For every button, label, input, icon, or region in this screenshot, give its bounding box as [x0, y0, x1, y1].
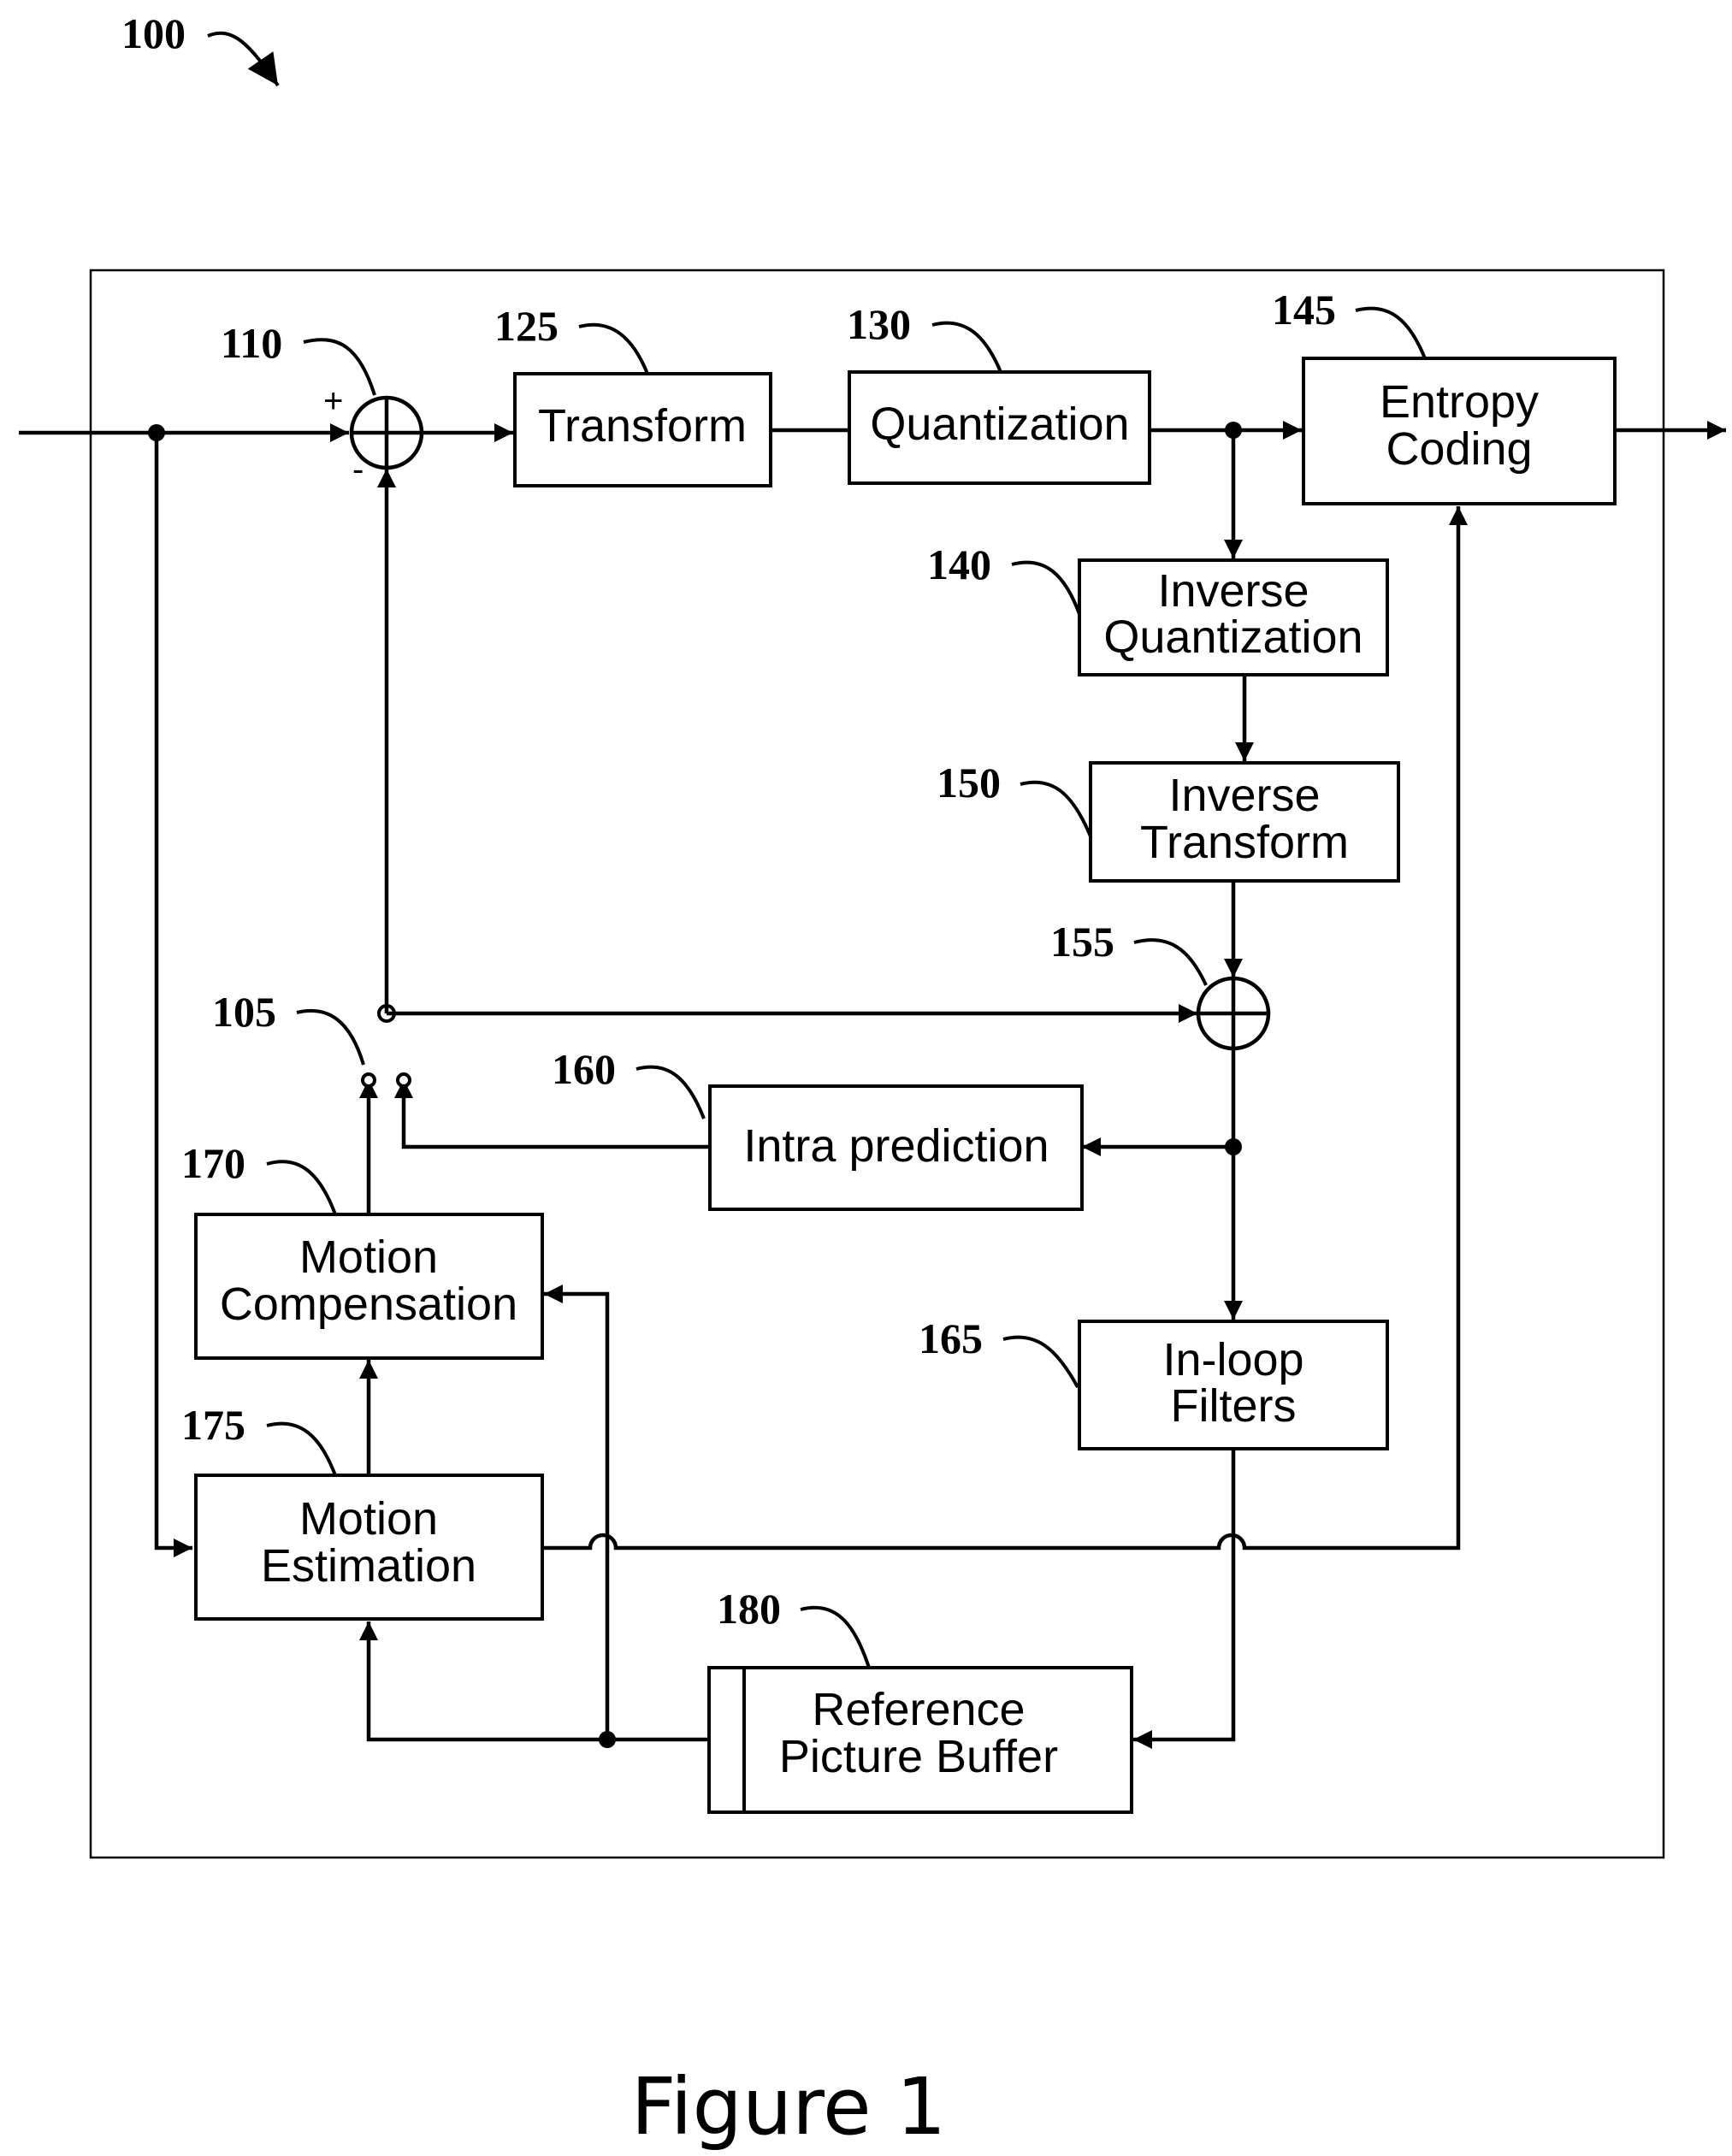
- junction-dot: [1225, 422, 1242, 439]
- entropy-coding-label-2: Coding: [1386, 423, 1532, 475]
- in-loop-filters-label-2: Filters: [1171, 1380, 1297, 1432]
- motion-compensation-label-2: Compensation: [220, 1279, 517, 1330]
- ref-170: 170: [181, 1139, 245, 1187]
- junction-dot: [148, 424, 165, 441]
- adder-plus-sign: +: [323, 382, 343, 420]
- figure-caption: Figure 1: [631, 2061, 947, 2153]
- inverse-transform-label-1: Inverse: [1168, 770, 1320, 821]
- ref-165: 165: [919, 1314, 983, 1362]
- wire-inloop-to-refbuf: [1133, 1449, 1233, 1740]
- wire-refbuf-to-me: [369, 1621, 709, 1740]
- adder-155: [1198, 978, 1268, 1048]
- wire-input-to-me: [157, 433, 192, 1548]
- leader-155: [1134, 940, 1206, 985]
- in-loop-filters-label-1: In-loop: [1162, 1334, 1303, 1385]
- junction-dot: [1225, 1138, 1242, 1155]
- reference-buffer-label-2: Picture Buffer: [779, 1731, 1058, 1782]
- ref-110: 110: [221, 319, 282, 367]
- switch-contact: [363, 1074, 375, 1086]
- motion-compensation-label-1: Motion: [299, 1232, 438, 1283]
- transform-label: Transform: [538, 400, 747, 452]
- inverse-quantization-label-1: Inverse: [1157, 565, 1309, 617]
- adder-minus-sign: -: [352, 451, 364, 488]
- ref-155: 155: [1050, 918, 1114, 966]
- leader-140: [1012, 563, 1079, 614]
- motion-estimation-label-2: Estimation: [261, 1540, 476, 1592]
- ref-150: 150: [937, 759, 1001, 806]
- ref-180: 180: [717, 1585, 781, 1633]
- entropy-coding-label-1: Entropy: [1380, 376, 1539, 428]
- leader-150: [1020, 783, 1091, 836]
- figure-ref-arrow: [208, 33, 278, 86]
- ref-145: 145: [1272, 286, 1336, 334]
- ref-125: 125: [494, 302, 559, 350]
- leader-130: [932, 323, 1001, 372]
- switch-contact: [398, 1074, 410, 1086]
- leader-125: [579, 325, 647, 374]
- figure-ref-100: 100: [121, 9, 186, 57]
- ref-105: 105: [212, 988, 276, 1036]
- ref-160: 160: [552, 1045, 616, 1093]
- wire-refbuf-to-mc: [544, 1294, 607, 1740]
- ref-130: 130: [847, 300, 911, 348]
- leader-170: [267, 1161, 335, 1214]
- leader-180: [801, 1608, 869, 1668]
- intra-prediction-label: Intra prediction: [743, 1120, 1049, 1172]
- inverse-quantization-label-2: Quantization: [1103, 611, 1363, 663]
- reference-buffer-label-1: Reference: [812, 1684, 1025, 1735]
- inverse-transform-label-2: Transform: [1140, 817, 1349, 868]
- leader-105: [297, 1011, 364, 1065]
- ref-140: 140: [927, 540, 991, 588]
- quantization-label: Quantization: [870, 399, 1129, 450]
- leader-160: [636, 1067, 704, 1119]
- motion-estimation-label-1: Motion: [299, 1493, 438, 1545]
- leader-175: [267, 1424, 335, 1475]
- junction-dot: [599, 1731, 616, 1748]
- leader-145: [1356, 309, 1425, 358]
- ref-175: 175: [181, 1401, 245, 1449]
- leader-165: [1003, 1338, 1078, 1387]
